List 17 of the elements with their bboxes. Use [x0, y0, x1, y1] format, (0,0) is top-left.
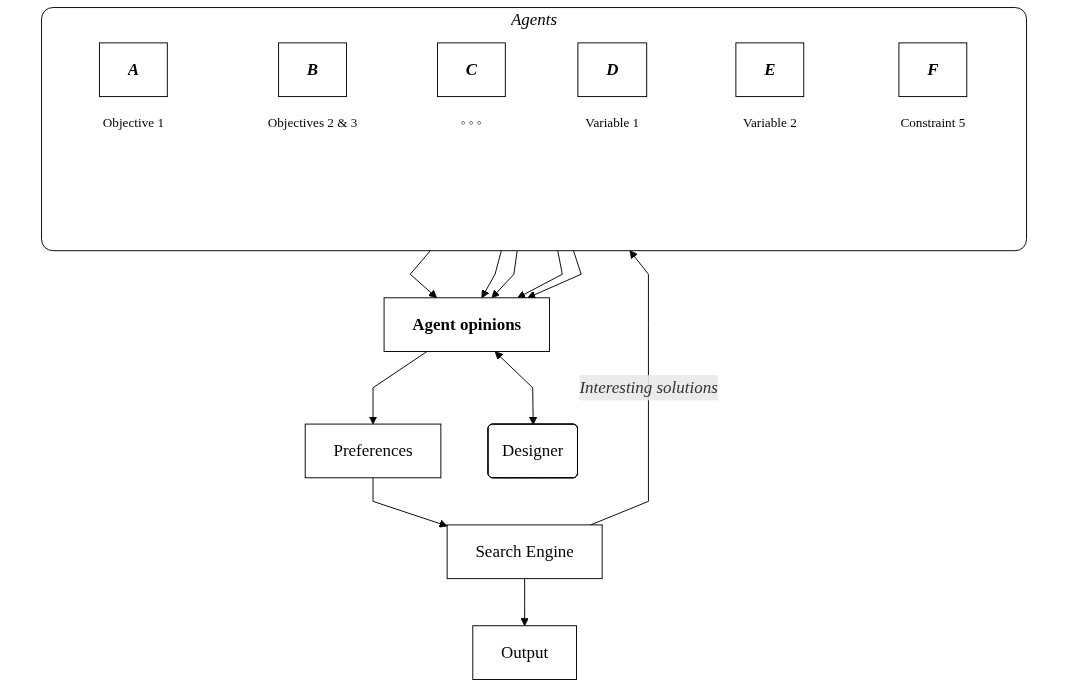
node-box: Output: [472, 625, 578, 680]
node-label: Objectives 2 & 3: [268, 115, 358, 130]
node-label: ◦ ◦ ◦: [461, 115, 483, 130]
node-label: Variable 1: [585, 115, 640, 130]
node-box: Agent opinions: [384, 297, 551, 352]
node-label: Variable 2: [743, 115, 798, 130]
node-box: A: [99, 42, 169, 98]
node-box: Preferences: [305, 423, 442, 479]
node-box: Search Engine: [447, 524, 604, 580]
node-box: E: [735, 42, 805, 98]
node-box: F: [898, 42, 968, 98]
edge-label: Interesting solutions: [579, 377, 719, 397]
node-box: C: [437, 42, 507, 98]
node-box: D: [577, 42, 648, 98]
node-label: Constraint 5: [900, 115, 966, 130]
node-box: B: [278, 42, 348, 98]
node-label: Objective 1: [103, 115, 165, 130]
